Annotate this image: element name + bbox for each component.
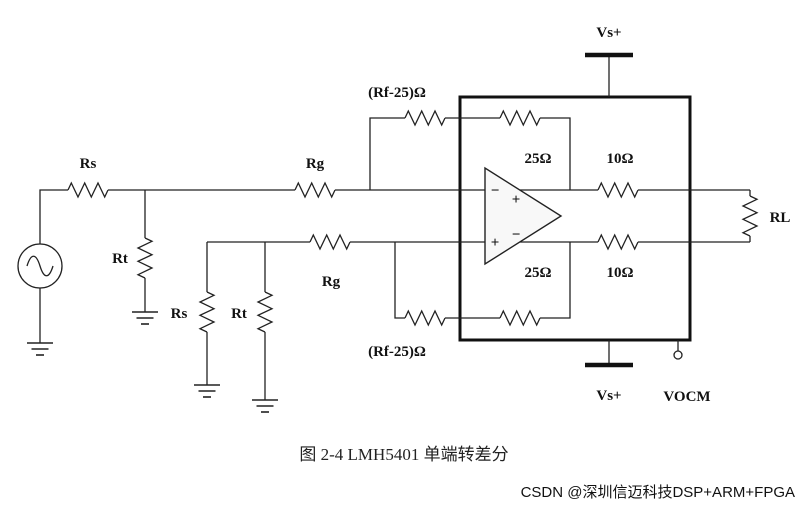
device-box	[458, 95, 692, 342]
wire-top-input	[39, 189, 485, 244]
opamp-in-minus: −	[491, 183, 500, 199]
label-rs-bottom: Rs	[171, 306, 188, 322]
label-rs-top: Rs	[80, 156, 97, 172]
label-vocm: VOCM	[663, 389, 710, 405]
resistor-rt-top	[137, 237, 153, 279]
label-25ohm-top: 25Ω	[524, 151, 551, 167]
resistor-rg-bottom	[309, 234, 351, 250]
signal-source	[17, 243, 63, 289]
opamp-out-plus: +	[512, 192, 521, 208]
label-rl: RL	[770, 210, 791, 226]
opamp-out-minus: −	[512, 227, 521, 243]
wire-feedback-top	[369, 117, 571, 190]
resistor-10ohm-top	[597, 182, 639, 198]
label-25ohm-bottom: 25Ω	[524, 265, 551, 281]
wire-feedback-bottom	[394, 242, 571, 319]
label-10ohm-bottom: 10Ω	[606, 265, 633, 281]
resistor-rf-top	[404, 110, 446, 126]
resistor-10ohm-bottom	[597, 234, 639, 250]
resistor-25ohm-bottom	[499, 310, 541, 326]
label-rf-top: (Rf-25)Ω	[368, 85, 426, 101]
label-vs-plus-top: Vs+	[596, 25, 621, 41]
watermark-text: CSDN @深圳信迈科技DSP+ARM+FPGA	[521, 484, 795, 501]
ground-rt-top-icon	[131, 311, 159, 325]
resistor-rl	[742, 195, 758, 237]
label-vs-plus-bottom: Vs+	[596, 388, 621, 404]
ground-source-icon	[26, 342, 54, 356]
label-rf-bottom: (Rf-25)Ω	[368, 344, 426, 360]
label-rg-bottom: Rg	[322, 274, 341, 290]
resistor-rs-bottom	[199, 291, 215, 333]
resistor-rg-top	[294, 182, 336, 198]
label-rg-top: Rg	[306, 156, 325, 172]
sine-wave-icon	[26, 255, 54, 277]
label-rt-bottom: Rt	[231, 306, 247, 322]
figure-caption: 图 2-4 LMH5401 单端转差分	[299, 445, 508, 464]
label-rt-top: Rt	[112, 251, 128, 267]
opamp-triangle	[484, 166, 563, 266]
label-10ohm-top: 10Ω	[606, 151, 633, 167]
resistor-rf-bottom	[404, 310, 446, 326]
opamp-in-plus: +	[491, 235, 500, 251]
ground-rt-bottom-icon	[251, 399, 279, 413]
resistor-25ohm-top	[499, 110, 541, 126]
resistor-rt-bottom	[257, 291, 273, 333]
source-circle-icon	[17, 243, 63, 289]
resistor-rs-top	[67, 182, 109, 198]
ground-rs-bottom-icon	[193, 384, 221, 398]
vocm-terminal-icon	[673, 350, 683, 360]
